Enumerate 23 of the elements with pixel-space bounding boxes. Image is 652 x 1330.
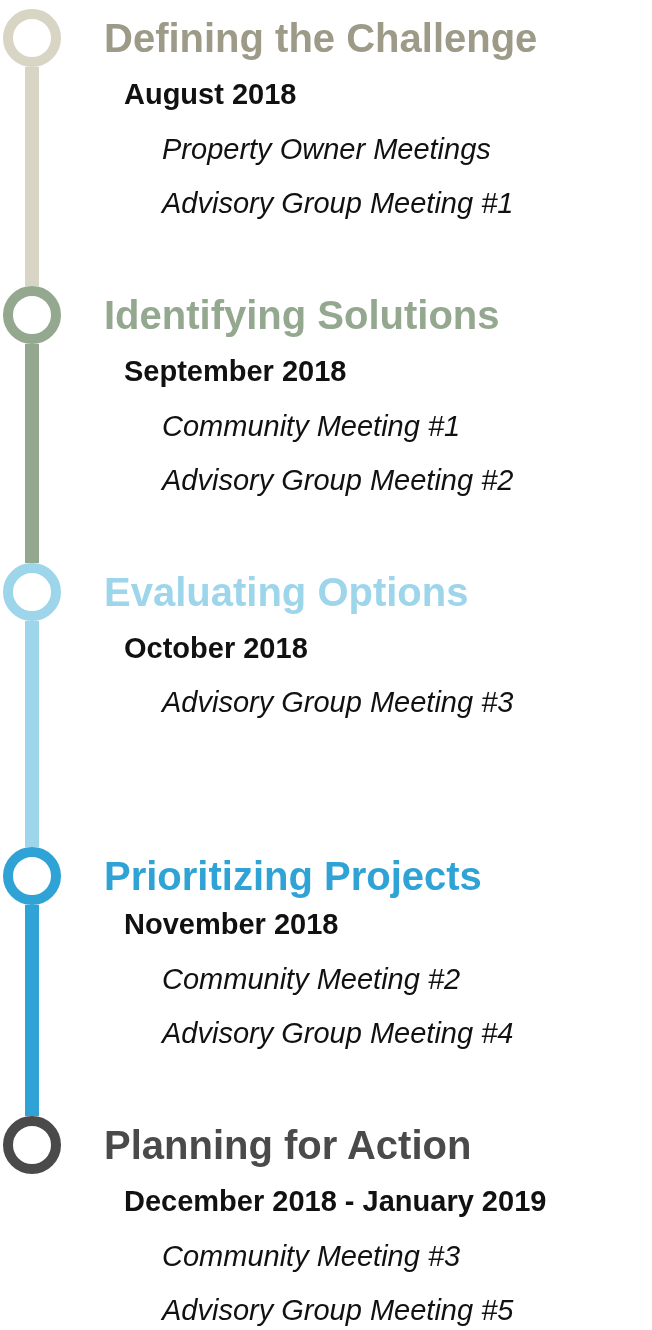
timeline-line — [25, 905, 39, 1116]
meeting-item: Community Meeting #3 — [162, 1241, 461, 1273]
phase-heading: Planning for Action — [104, 1123, 472, 1167]
meeting-item: Advisory Group Meeting #2 — [162, 465, 514, 497]
phase-heading: Identifying Solutions — [104, 293, 500, 337]
meeting-item: Advisory Group Meeting #3 — [162, 687, 514, 719]
phase-heading: Prioritizing Projects — [104, 854, 482, 898]
meeting-item: Advisory Group Meeting #1 — [162, 188, 514, 220]
meeting-item: Advisory Group Meeting #4 — [162, 1018, 514, 1050]
meeting-item: Advisory Group Meeting #5 — [162, 1295, 514, 1327]
meeting-item: Community Meeting #2 — [162, 964, 461, 996]
phase-heading: Defining the Challenge — [104, 16, 538, 60]
timeline-line — [25, 67, 39, 286]
date-label: September 2018 — [124, 356, 347, 388]
date-label: August 2018 — [124, 79, 297, 111]
meeting-item: Property Owner Meetings — [162, 134, 491, 166]
timeline-line — [25, 344, 39, 563]
timeline-line — [25, 621, 39, 847]
date-label: December 2018 - January 2019 — [124, 1186, 547, 1218]
date-label: October 2018 — [124, 633, 308, 665]
phase-heading: Evaluating Options — [104, 570, 469, 614]
date-label: November 2018 — [124, 909, 339, 941]
meeting-item: Community Meeting #1 — [162, 411, 461, 443]
